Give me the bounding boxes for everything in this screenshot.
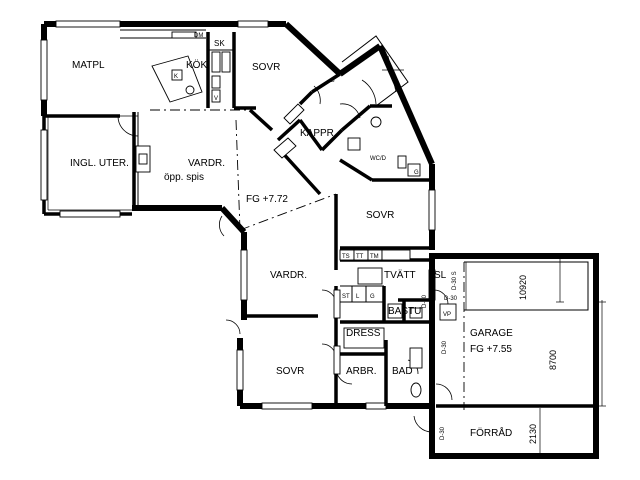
room-label-sovr-1: SOVR: [252, 62, 280, 73]
room-label-bastu: BASTU: [388, 306, 421, 317]
room-label-bad: BAD: [392, 366, 413, 377]
dimension-garage-depth: 8700: [548, 350, 558, 370]
door-label-d30-c: D-30: [440, 426, 446, 440]
dimension-garage-width: 10920: [518, 275, 528, 300]
fixture-label-l: L: [356, 294, 360, 300]
fixture-label-ts: TS: [342, 254, 350, 260]
door-label-d30-a: D-30: [422, 294, 428, 308]
room-labels: MATPL KÖK SK SOVR INGL. UTER. VARDR. öpp…: [70, 39, 513, 439]
room-label-forrad: FÖRRÅD: [470, 426, 512, 439]
fixture-label-g: G: [330, 78, 335, 84]
fixture-label-dm: DM: [194, 33, 203, 39]
room-label-fg-main: FG +7.72: [246, 194, 288, 205]
room-label-tvatt: TVÄTT: [384, 269, 416, 281]
door-label-d30-s: D-30 S: [452, 271, 458, 290]
windows: [40, 20, 436, 410]
fixture-label-vp: VP: [443, 312, 451, 318]
room-label-garage: GARAGE: [470, 328, 513, 339]
room-label-sovr-3: SOVR: [276, 366, 304, 377]
room-label-sk: SK: [214, 39, 225, 48]
garage: [429, 253, 606, 459]
bathroom-fixtures: [387, 303, 423, 398]
room-label-fg-garage: FG +7.55: [470, 344, 512, 355]
laundry-row: [339, 249, 411, 285]
room-label-wc-d: WC/D: [370, 156, 387, 162]
dimension-labels: 10920 8700 2130: [518, 275, 558, 444]
entrance-canopy: [341, 35, 409, 107]
fixture-label-g2: G: [414, 170, 419, 176]
room-label-sovr-2: SOVR: [366, 210, 394, 221]
fixture-label-g3: G: [370, 294, 375, 300]
fixture-label-v: V: [214, 96, 218, 102]
fireplace: [135, 145, 151, 173]
dimension-forrad-depth: 2130: [528, 424, 538, 444]
door-label-d30-b: D-30: [442, 340, 448, 354]
fixture-label-st: ST: [342, 294, 350, 300]
room-label-vardr-1: VARDR.: [188, 158, 225, 169]
fixture-label-k: K: [174, 74, 178, 80]
room-label-matpl: MATPL: [72, 60, 105, 71]
kitchen-island: [151, 31, 231, 103]
closets: [333, 289, 385, 375]
room-label-kappr: KAPPR: [300, 128, 334, 139]
room-label-sl: SL: [434, 270, 447, 281]
fixture-labels: DM K V G G TS TT TM ST L G VP: [174, 33, 451, 318]
room-label-vardr-2: VARDR.: [270, 270, 307, 281]
wc-fixtures: [347, 116, 421, 177]
room-label-kok: KÖK: [186, 59, 207, 71]
room-label-arbr: ARBR.: [346, 366, 377, 377]
door-labels: D-30 D-30 D-30 D-30 S D-30: [422, 271, 458, 440]
room-label-ingl-uter: INGL. UTER.: [70, 158, 129, 169]
fixture-label-tm: TM: [370, 254, 379, 260]
room-label-dress: DRESS: [346, 328, 381, 339]
fixture-label-tt: TT: [356, 254, 364, 260]
kappr-closet: [273, 103, 305, 159]
door-label-d30-d: D-30: [444, 296, 458, 302]
room-label-opp-spis: öpp. spis: [164, 172, 204, 183]
